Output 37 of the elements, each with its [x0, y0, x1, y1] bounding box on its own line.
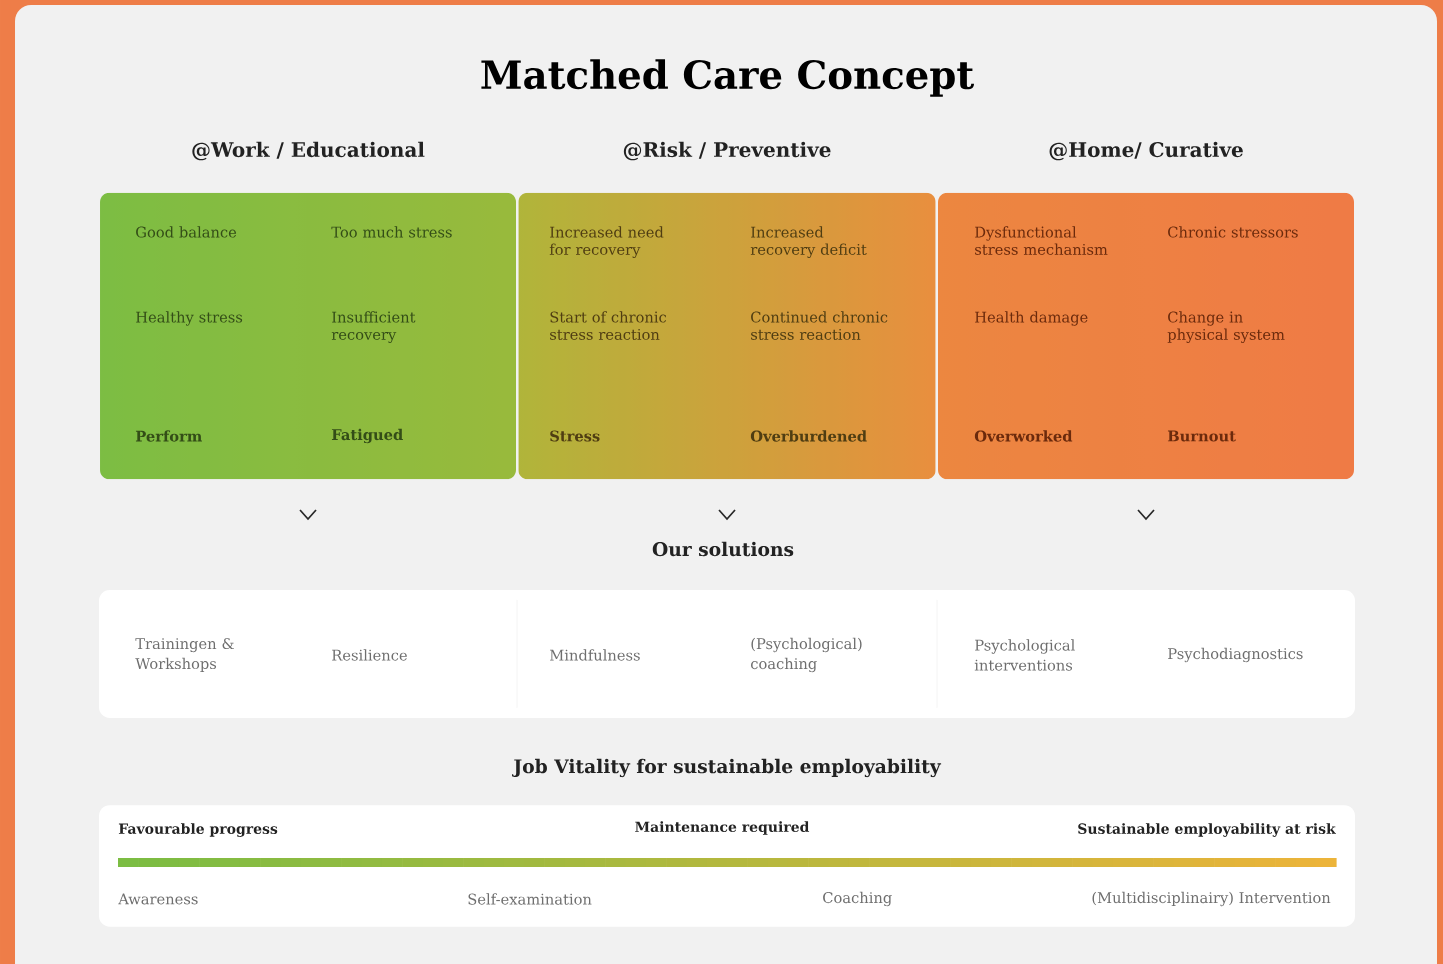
solution-text: Trainingen & Workshops [135, 638, 234, 672]
scale-heading: Maintenance required [635, 821, 810, 835]
solution-text: Resilience [332, 649, 407, 661]
column-heading: @Home/ Curative [1049, 141, 1243, 161]
stage-label: Overworked [974, 430, 1073, 442]
stage-label: Fatigued [331, 428, 403, 444]
stage-label: Overburdened [750, 430, 867, 442]
solution-text: (Psychological) coaching [751, 637, 862, 673]
symptom-text: Insufficient recovery [331, 311, 416, 343]
scale-step: Self-examination [468, 893, 592, 905]
symptom-text: Start of chronic stress reaction [550, 311, 667, 340]
scale-heading: Sustainable employability at risk [1078, 823, 1336, 837]
symptom-text: Healthy stress [136, 311, 243, 326]
symptom-text: Chronic stressors [1168, 226, 1298, 238]
solution-text: Psychological interventions [974, 639, 1075, 671]
stage-label: Stress [550, 430, 600, 442]
stage-label: Burnout [1167, 430, 1236, 442]
symptom-text: Good balance [136, 226, 237, 238]
column-heading: @Work / Educational [192, 141, 425, 161]
symptom-text: Continued chronic stress reaction [751, 311, 888, 340]
solution-text: Psychodiagnostics [1168, 647, 1303, 663]
scale-step: Awareness [118, 893, 198, 905]
symptom-text: Dysfunctional stress mechanism [975, 226, 1108, 255]
column-heading: @Risk / Preventive [623, 141, 831, 161]
symptom-text: Increased need for recovery [549, 226, 664, 258]
symptom-text: Increased recovery deficit [750, 226, 867, 258]
solution-text: Mindfulness [550, 649, 640, 661]
symptom-text: Health damage [975, 311, 1088, 326]
scale-step: (Multidisciplinairy) Intervention [1092, 891, 1331, 907]
section-heading: Our solutions [652, 541, 794, 557]
stage-label: Perform [135, 430, 202, 442]
section-heading: Job Vitality for sustainable employability [512, 758, 942, 778]
scale-heading: Favourable progress [118, 823, 278, 837]
symptom-text: Too much stress [331, 226, 452, 238]
symptom-text: Change in physical system [1167, 311, 1285, 343]
title: Matched Care Concept [481, 59, 974, 97]
scale-step: Coaching [823, 891, 892, 907]
